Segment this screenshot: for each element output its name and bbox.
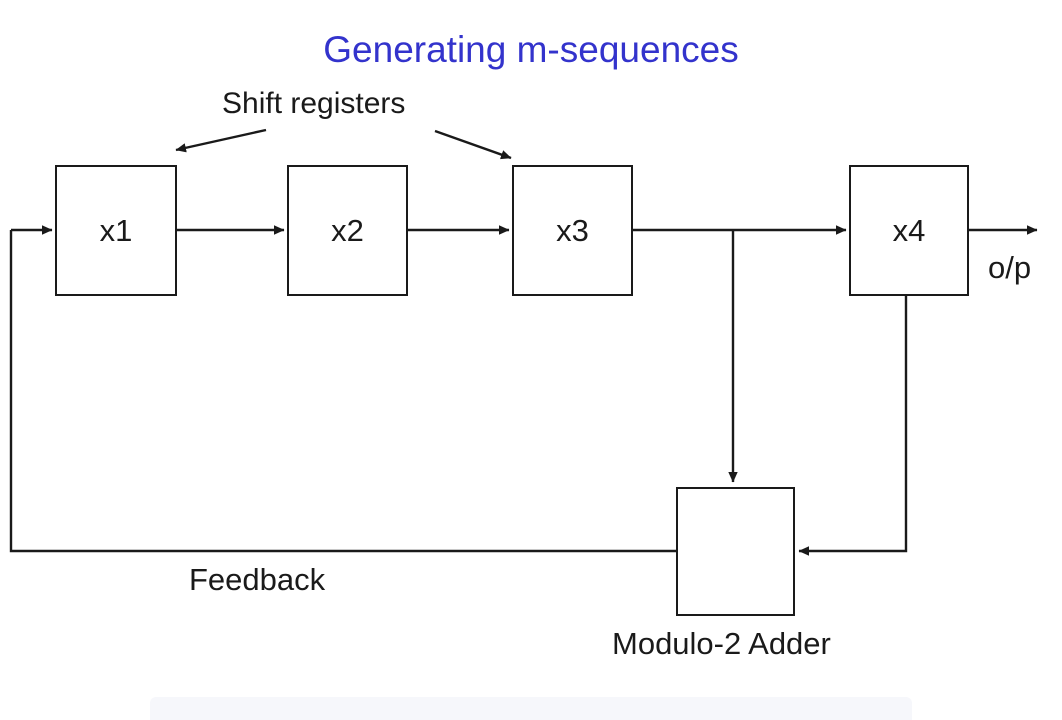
modulo-2-adder-label: Modulo-2 Adder	[612, 626, 831, 661]
signal-path-group	[9, 225, 1038, 556]
output-label: o/p	[988, 250, 1032, 285]
feedback-label: Feedback	[189, 562, 326, 597]
shift-register-x1-label: x1	[99, 212, 133, 248]
shift-register-x3-label: x3	[556, 212, 589, 248]
modulo-2-adder-box[interactable]	[676, 487, 795, 616]
shift-registers-label: Shift registers	[222, 87, 406, 120]
feedback-path	[9, 230, 676, 553]
x4-output-to-adder	[798, 296, 908, 556]
page-title: Generating m-sequences	[323, 29, 739, 70]
shift-register-pointer-right	[434, 129, 512, 160]
shift-register-x3[interactable]: x3	[512, 165, 633, 296]
pointer-arrows-to-registers	[175, 128, 512, 160]
shift-register-x4-label: x4	[892, 212, 926, 248]
shift-register-x2[interactable]: x2	[287, 165, 408, 296]
bottom-panel	[150, 697, 912, 720]
shift-register-x2-label: x2	[331, 212, 364, 248]
shift-register-x4[interactable]: x4	[849, 165, 969, 296]
shift-register-pointer-left	[175, 128, 267, 153]
shift-register-x1[interactable]: x1	[55, 165, 177, 296]
